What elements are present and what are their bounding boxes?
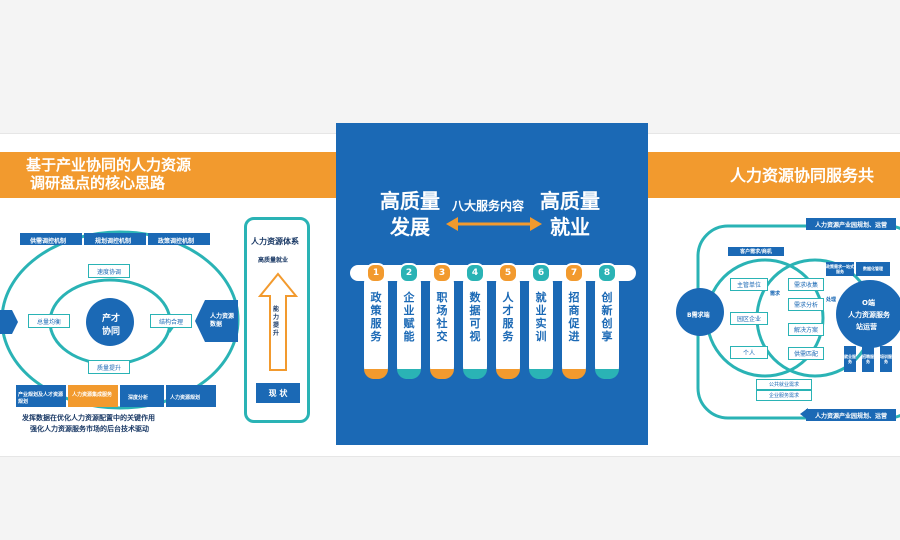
- service-label: 就 业 实 训: [535, 291, 547, 343]
- flow-item-1: 需求收集: [788, 278, 824, 291]
- service-rail: [350, 265, 636, 281]
- vertical-item-2: 招聘服务: [862, 346, 874, 372]
- right-top-item-1: 政策需求一站式服务: [826, 262, 854, 276]
- left-circle-label: B需求端: [687, 312, 710, 319]
- service-pill-foot: [463, 369, 487, 379]
- demand-item-2: 园区企业: [730, 312, 768, 325]
- center-circle: [86, 298, 134, 346]
- bottom-box-2: 人力资源集成服务: [72, 392, 113, 398]
- label-demand: 需求: [770, 291, 781, 297]
- service-pill-foot: [496, 369, 520, 379]
- status-box: 现 状: [256, 383, 300, 403]
- label-process: 处理: [826, 297, 837, 303]
- flow-item-3: 解决方案: [788, 323, 824, 336]
- hq-emp-2: 就业: [550, 215, 590, 239]
- center-circle-1: O端: [862, 299, 875, 307]
- service-number: 5: [498, 263, 518, 283]
- hr-system-title: 人力资源体系: [251, 237, 299, 246]
- service-number: 3: [432, 263, 452, 283]
- service-label: 企 业 赋 能: [403, 291, 415, 343]
- side-arrow-right-label: 人力资源数据: [210, 313, 235, 328]
- service-pill: [529, 271, 553, 379]
- service-pill: [430, 271, 454, 379]
- service-pill-foot: [364, 369, 388, 379]
- service-pill: [595, 271, 619, 379]
- cycle-node-speed: 速度协调: [88, 264, 130, 278]
- service-number: 1: [366, 263, 386, 283]
- service-number: 4: [465, 263, 485, 283]
- caption-line1: 发挥数据在优化人力资源配置中的关键作用: [22, 414, 155, 422]
- right-top-box: 人力资源产业园规划、运营: [806, 218, 896, 230]
- service-pill: [562, 271, 586, 379]
- left-title: 基于产业协同的人力资源 调研盘点的核心思路: [0, 152, 336, 198]
- flow-item-2: 需求分析: [788, 298, 824, 311]
- cycle-node-quality: 质量提升: [88, 360, 130, 374]
- top-bar-1: 供需调控机制: [30, 238, 67, 245]
- service-pill: [364, 271, 388, 379]
- bottom-box-1: 产业规划及人才资源规划: [18, 392, 64, 405]
- customer-tag: 客户需求/商机: [728, 247, 784, 256]
- service-pill: [463, 271, 487, 379]
- bottom-box-3: 深度分析: [128, 395, 149, 401]
- right-top-item-2: 数据化管理: [856, 262, 890, 276]
- service-label: 招 商 促 进: [568, 291, 580, 343]
- cycle-node-total: 总量均衡: [28, 314, 70, 328]
- service-number: 6: [531, 263, 551, 283]
- center-circle-2: 人力资源服务: [848, 311, 890, 319]
- service-label: 人 才 服 务: [502, 291, 514, 343]
- hq-dev-2: 发展: [390, 215, 430, 239]
- caption-line2: 强化人力资源服务市场的后台技术驱动: [30, 425, 149, 433]
- hq-emp-1: 高质量: [540, 189, 600, 213]
- service-label: 数 据 可 视: [469, 291, 481, 343]
- top-bar-3: 政策调控机制: [158, 238, 195, 245]
- left-title-band: [0, 152, 336, 198]
- left-title-line1: 基于产业协同的人力资源: [26, 156, 192, 174]
- service-number: 8: [597, 263, 617, 283]
- arrow-label: 能力提升: [273, 306, 280, 337]
- bottom-tag-2: 企业服务需求: [756, 390, 812, 401]
- service-pill-foot: [595, 369, 619, 379]
- hr-system-sub: 高质量就业: [258, 257, 289, 264]
- service-label: 政 策 服 务: [370, 291, 382, 343]
- demand-item-1: 主管单位: [730, 278, 768, 291]
- service-pill-foot: [562, 369, 586, 379]
- flow-item-4: 供需匹配: [788, 347, 824, 360]
- left-title-line2: 调研盘点的核心思路: [30, 174, 166, 192]
- vertical-item-3: 培训服务: [880, 346, 892, 372]
- service-number: 7: [564, 263, 584, 283]
- bottom-tag-1: 公共就业需求: [756, 379, 812, 390]
- hq-dev-1: 高质量: [380, 189, 440, 213]
- cycle-node-structure: 结构合理: [150, 314, 192, 328]
- eight-services-label: 八大服务内容: [452, 199, 525, 213]
- center-label-1: 产才: [102, 314, 121, 324]
- right-title: 人力资源协同服务共: [730, 166, 875, 185]
- bottom-box-4: 人力资源规划: [170, 395, 201, 401]
- right-bottom-box: 人力资源产业园规划、运营: [806, 409, 896, 421]
- center-label-2: 协同: [102, 327, 121, 337]
- service-label: 创 新 创 享: [601, 291, 613, 343]
- service-pill: [496, 271, 520, 379]
- service-pill: [397, 271, 421, 379]
- service-pill-foot: [430, 369, 454, 379]
- right-title-band: [648, 152, 900, 198]
- top-bar-2: 规划调控机制: [95, 238, 132, 245]
- service-label: 职 场 社 交: [436, 291, 448, 343]
- service-pill-foot: [529, 369, 553, 379]
- service-pill-foot: [397, 369, 421, 379]
- center-panel: 高质量 发展 八大服务内容 高质量 就业 1 政 策 服 务 2 企 业 赋 能 3 职 …: [336, 123, 648, 445]
- demand-item-3: 个人: [730, 346, 768, 359]
- service-number: 2: [399, 263, 419, 283]
- up-arrow-icon: [258, 272, 298, 371]
- vertical-item-1: 就业服务: [844, 346, 856, 372]
- center-circle-3: 站运营: [856, 323, 877, 331]
- double-arrow-icon: [446, 217, 542, 231]
